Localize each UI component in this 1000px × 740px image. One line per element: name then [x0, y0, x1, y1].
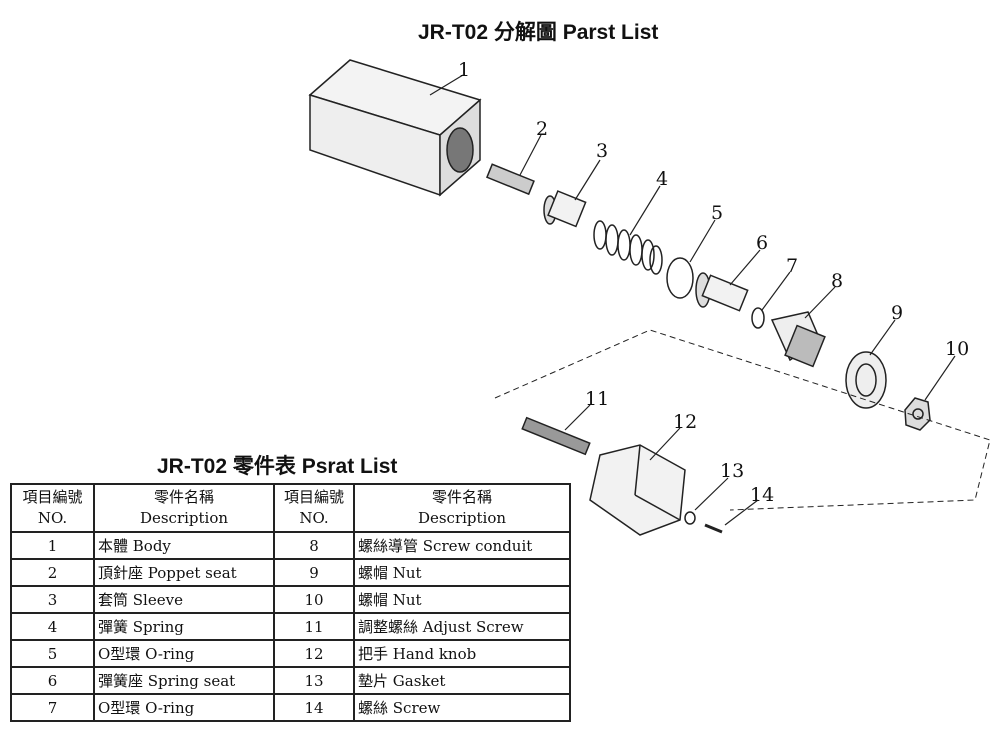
part-number: 5	[10, 639, 95, 668]
part-poppet-seat	[486, 163, 535, 196]
header-description: 零件名稱 Description	[93, 483, 275, 533]
part-number: 13	[273, 666, 355, 695]
callout-2: 2	[536, 118, 548, 140]
header-description-zh: 零件名稱	[153, 488, 214, 506]
header-description-en: Description	[139, 509, 229, 527]
part-number: 7	[10, 693, 95, 722]
part-sleeve	[543, 190, 587, 228]
table-title: JR-T02 零件表 Psrat List	[157, 455, 398, 478]
part-number: 12	[273, 639, 355, 668]
part-description: 把手 Hand knob	[353, 639, 571, 668]
diagram-title: JR-T02 分解圖 Parst List	[418, 21, 659, 44]
callout-4: 4	[656, 168, 668, 190]
part-number: 2	[10, 558, 95, 587]
part-number: 14	[273, 693, 355, 722]
part-description: 螺帽 Nut	[353, 558, 571, 587]
part-number: 6	[10, 666, 95, 695]
part-description: 螺絲 Screw	[353, 693, 571, 722]
part-screw-conduit	[770, 311, 826, 368]
callout-1: 1	[458, 59, 470, 81]
callout-labels: 1 2 3 4 5 6 7 8 9 10 11 12 13 14	[458, 59, 969, 506]
part-body	[308, 59, 482, 197]
part-description: 彈簧 Spring	[93, 612, 275, 641]
callout-12: 12	[673, 411, 697, 433]
header-no-zh: 項目編號	[283, 488, 344, 506]
header-no: 項目編號 NO.	[10, 483, 95, 533]
header-description: 零件名稱 Description	[353, 483, 571, 533]
part-nut-10	[904, 397, 931, 431]
part-description: 螺帽 Nut	[353, 585, 571, 614]
callout-14: 14	[750, 484, 774, 506]
callout-8: 8	[831, 270, 843, 292]
part-o-ring-5	[666, 257, 694, 299]
part-description: 調整螺絲 Adjust Screw	[353, 612, 571, 641]
part-description: 墊片 Gasket	[353, 666, 571, 695]
part-nut-9	[845, 351, 887, 409]
part-number: 1	[10, 531, 95, 560]
leader-lines	[429, 74, 956, 526]
header-description-en: Description	[417, 509, 507, 527]
header-no: 項目編號 NO.	[273, 483, 355, 533]
part-number: 11	[273, 612, 355, 641]
callout-6: 6	[756, 232, 768, 254]
part-number: 10	[273, 585, 355, 614]
header-description-zh: 零件名稱	[431, 488, 492, 506]
callout-5: 5	[711, 202, 723, 224]
assembly-dashed-line	[494, 329, 991, 511]
part-number: 8	[273, 531, 355, 560]
callout-7: 7	[786, 255, 798, 277]
callout-11: 11	[585, 388, 609, 410]
part-description: O型環 O-ring	[93, 639, 275, 668]
part-description: 頂針座 Poppet seat	[93, 558, 275, 587]
parts-table: 項目編號 NO. 零件名稱 Description 項目編號 NO. 零件名稱 Desc…	[10, 483, 571, 722]
part-hand-knob	[589, 444, 686, 536]
callout-13: 13	[720, 460, 744, 482]
header-no-en: NO.	[299, 509, 329, 527]
part-number: 3	[10, 585, 95, 614]
part-gasket	[684, 511, 696, 525]
part-number: 4	[10, 612, 95, 641]
part-number: 9	[273, 558, 355, 587]
callout-9: 9	[891, 302, 903, 324]
part-spring-seat	[695, 272, 749, 312]
part-description: 螺絲導管 Screw conduit	[353, 531, 571, 560]
part-description: 本體 Body	[93, 531, 275, 560]
part-adjust-screw	[521, 416, 591, 456]
part-description: 套筒 Sleeve	[93, 585, 275, 614]
header-no-en: NO.	[37, 509, 68, 527]
part-spring	[593, 220, 663, 275]
part-screw	[704, 523, 723, 534]
callout-10: 10	[945, 338, 969, 360]
part-description: O型環 O-ring	[93, 693, 275, 722]
part-description: 彈簧座 Spring seat	[93, 666, 275, 695]
table-header-row: 項目編號 NO. 零件名稱 Description 項目編號 NO. 零件名稱 Desc…	[10, 483, 571, 533]
header-no-zh: 項目編號	[22, 488, 83, 506]
part-o-ring-7	[751, 307, 765, 329]
callout-3: 3	[596, 140, 608, 162]
